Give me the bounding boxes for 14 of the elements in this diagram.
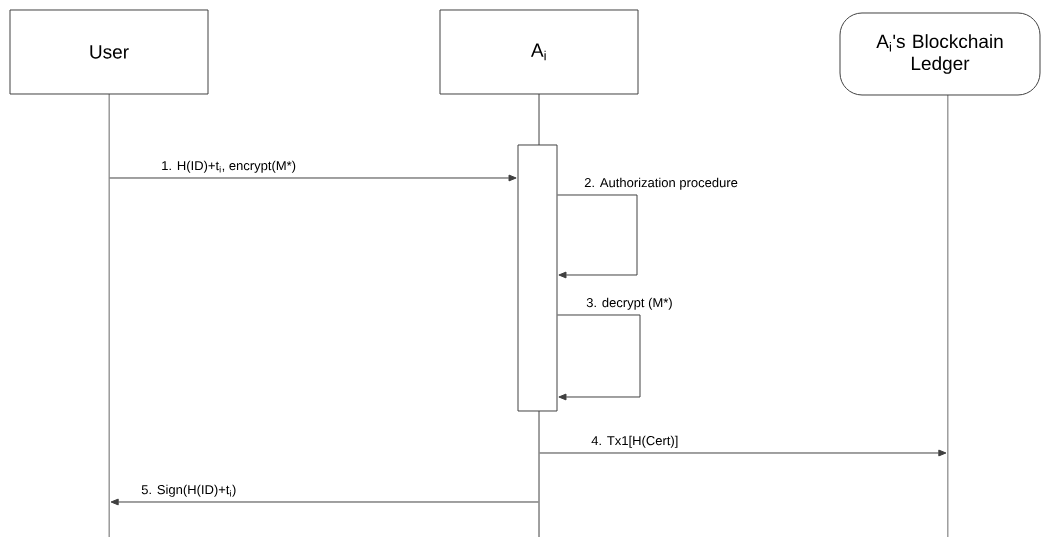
message-arrow	[539, 449, 947, 457]
participant-box: A$_{i}$	[439, 9, 639, 95]
message-label: 5. Sign(H(ID)+t$_{i}$)	[140, 483, 238, 498]
message-label: 1. H(ID)+t$_{i}$, encrypt(M*)	[160, 159, 298, 174]
message-label: 4. Tx1[H(Cert)]	[590, 434, 680, 449]
message-label: 2. Authorization procedure	[583, 176, 739, 191]
participant-box: A$_{i}$'s Blockchain Ledger	[839, 12, 1041, 96]
activation-bar	[517, 144, 558, 412]
message-arrow	[110, 498, 539, 506]
self-message-arrow	[557, 314, 641, 401]
message-arrow	[109, 174, 517, 182]
message-label: 3. decrypt (M*)	[585, 296, 674, 311]
participant-box: User	[9, 9, 209, 95]
self-message-arrow	[557, 194, 638, 279]
